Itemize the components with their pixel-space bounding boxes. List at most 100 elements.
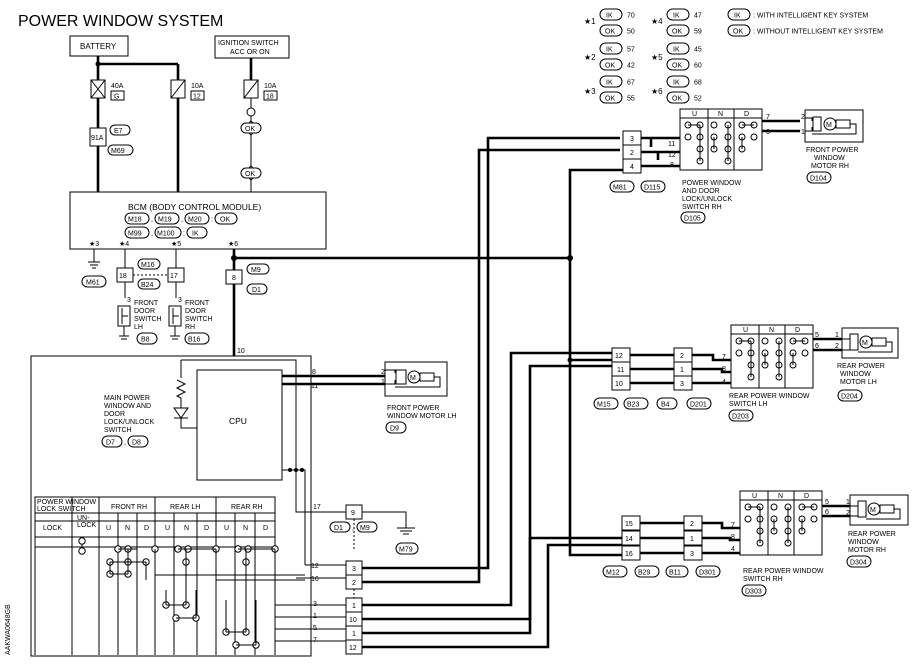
svg-text:★3: ★3 xyxy=(584,87,596,96)
svg-text:7: 7 xyxy=(766,114,770,121)
svg-text:40A: 40A xyxy=(111,83,124,90)
legend-note-2: ★2 IK 57 OK 42 xyxy=(584,42,635,71)
svg-text:M99: M99 xyxy=(128,231,142,238)
svg-text:N: N xyxy=(718,111,723,118)
svg-text:SWITCH LH: SWITCH LH xyxy=(729,401,768,408)
front-motor-lh: 2 1 M FRONT POWER WINDOW MOTOR LH D9 xyxy=(381,361,456,434)
svg-text:U: U xyxy=(752,493,757,500)
svg-text:3: 3 xyxy=(352,566,356,573)
svg-text:N: N xyxy=(243,525,248,532)
svg-text:11: 11 xyxy=(617,367,624,374)
svg-text:LOCK/UNLOCK: LOCK/UNLOCK xyxy=(682,196,733,203)
svg-text:OK: OK xyxy=(245,171,255,178)
svg-text:D: D xyxy=(204,525,209,532)
svg-text:★2: ★2 xyxy=(584,53,596,62)
svg-text:DOOR: DOOR xyxy=(185,308,206,315)
svg-text:UN-: UN- xyxy=(77,515,90,522)
svg-text:POWER WINDOW: POWER WINDOW xyxy=(682,180,741,187)
svg-text:2: 2 xyxy=(352,580,356,587)
svg-text:3: 3 xyxy=(690,551,694,558)
svg-text:42: 42 xyxy=(627,63,635,70)
svg-text:REAR LH: REAR LH xyxy=(170,504,200,511)
svg-text:IK: IK xyxy=(606,47,613,54)
svg-text:D301: D301 xyxy=(699,570,716,577)
svg-text:3: 3 xyxy=(178,297,182,304)
svg-text:4: 4 xyxy=(722,379,726,386)
svg-text:12: 12 xyxy=(668,152,676,159)
svg-text:3: 3 xyxy=(127,297,131,304)
svg-text:IK: IK xyxy=(606,13,613,20)
svg-text:U: U xyxy=(224,525,229,532)
svg-text:RH: RH xyxy=(185,324,195,331)
svg-text:1: 1 xyxy=(846,499,850,506)
svg-text:3: 3 xyxy=(630,136,634,143)
svg-text:★6: ★6 xyxy=(651,87,663,96)
svg-text:D304: D304 xyxy=(850,560,867,567)
legend-note-1: ★1 IK 70 OK 50 xyxy=(584,8,635,37)
svg-text:LOCK/UNLOCK: LOCK/UNLOCK xyxy=(104,419,155,426)
svg-text:POWER WINDOW: POWER WINDOW xyxy=(37,499,96,506)
svg-text:SWITCH: SWITCH xyxy=(134,316,162,323)
svg-text:OK: OK xyxy=(245,126,255,133)
svg-text:REAR RH: REAR RH xyxy=(231,504,263,511)
svg-text:5: 5 xyxy=(825,499,829,506)
svg-text:IK: IK xyxy=(606,80,613,87)
svg-text:U: U xyxy=(165,525,170,532)
svg-text:IK: IK xyxy=(673,80,680,87)
svg-text:M20: M20 xyxy=(188,217,202,224)
svg-text:ACC OR ON: ACC OR ON xyxy=(230,49,270,56)
svg-text:12: 12 xyxy=(615,353,623,360)
svg-text:M16: M16 xyxy=(141,262,155,269)
svg-text:U: U xyxy=(106,525,111,532)
svg-text:,: , xyxy=(181,217,183,224)
svg-text:8: 8 xyxy=(731,534,735,541)
svg-text:WINDOW MOTOR LH: WINDOW MOTOR LH xyxy=(387,413,456,420)
svg-text:68: 68 xyxy=(694,80,702,87)
svg-text:10: 10 xyxy=(349,617,357,624)
front-rh-power-window-switch: 3 2 4 11 12 8 U N D 7 6 M81 D115 POWER W… xyxy=(609,108,800,224)
svg-text:★3: ★3 xyxy=(89,240,99,248)
legend-note-4: ★4 IK 47 OK 59 xyxy=(651,8,702,37)
svg-text:10A: 10A xyxy=(191,83,204,90)
svg-text::: : xyxy=(183,231,185,238)
svg-text:6: 6 xyxy=(825,509,829,516)
svg-text:SWITCH: SWITCH xyxy=(104,427,132,434)
side-code: AAKWA0648GB xyxy=(5,604,12,655)
svg-text:4: 4 xyxy=(731,546,735,553)
svg-text:N: N xyxy=(769,327,774,334)
svg-text:AND DOOR: AND DOOR xyxy=(682,188,720,195)
legend-note-3: ★3 IK 67 OK 55 xyxy=(584,75,635,104)
svg-text:2: 2 xyxy=(630,150,634,157)
svg-text:8: 8 xyxy=(670,162,674,169)
svg-text:2: 2 xyxy=(381,369,385,376)
svg-text:52: 52 xyxy=(694,96,702,103)
cpu-label: CPU xyxy=(229,416,247,426)
svg-text:M9: M9 xyxy=(360,525,370,532)
svg-text:,: , xyxy=(151,217,153,224)
rear-lh-power-window-switch: 12 11 10 2 1 3 7 8 4 U N D 5 6 M15 B23 B… xyxy=(593,324,842,422)
svg-text:50: 50 xyxy=(627,29,635,36)
svg-text:D: D xyxy=(144,525,149,532)
svg-text:45: 45 xyxy=(694,47,702,54)
svg-text:WINDOW: WINDOW xyxy=(814,155,845,162)
legend-key: IK : WITH INTELLIGENT KEY SYSTEM OK : WI… xyxy=(727,8,883,37)
svg-text:91A: 91A xyxy=(91,135,104,142)
svg-text:FRONT POWER: FRONT POWER xyxy=(806,147,858,154)
svg-text:1: 1 xyxy=(352,631,356,638)
svg-text:M: M xyxy=(870,507,876,514)
svg-text:N: N xyxy=(184,525,189,532)
svg-text:17: 17 xyxy=(170,273,178,280)
svg-text:16: 16 xyxy=(625,551,633,558)
svg-text::: : xyxy=(211,217,213,224)
svg-text:SWITCH RH: SWITCH RH xyxy=(682,204,722,211)
main-switch-connector: 3 2 1 10 1 12 xyxy=(345,560,363,655)
svg-text:67: 67 xyxy=(627,80,635,87)
svg-text:18: 18 xyxy=(266,94,274,101)
svg-text:M79: M79 xyxy=(399,547,413,554)
svg-text:M9: M9 xyxy=(251,267,261,274)
svg-text:D115: D115 xyxy=(644,185,660,192)
svg-text:OK: OK xyxy=(605,63,615,70)
svg-text:IK: IK xyxy=(734,13,741,20)
svg-text:1: 1 xyxy=(381,379,385,386)
svg-text:1: 1 xyxy=(680,367,684,374)
